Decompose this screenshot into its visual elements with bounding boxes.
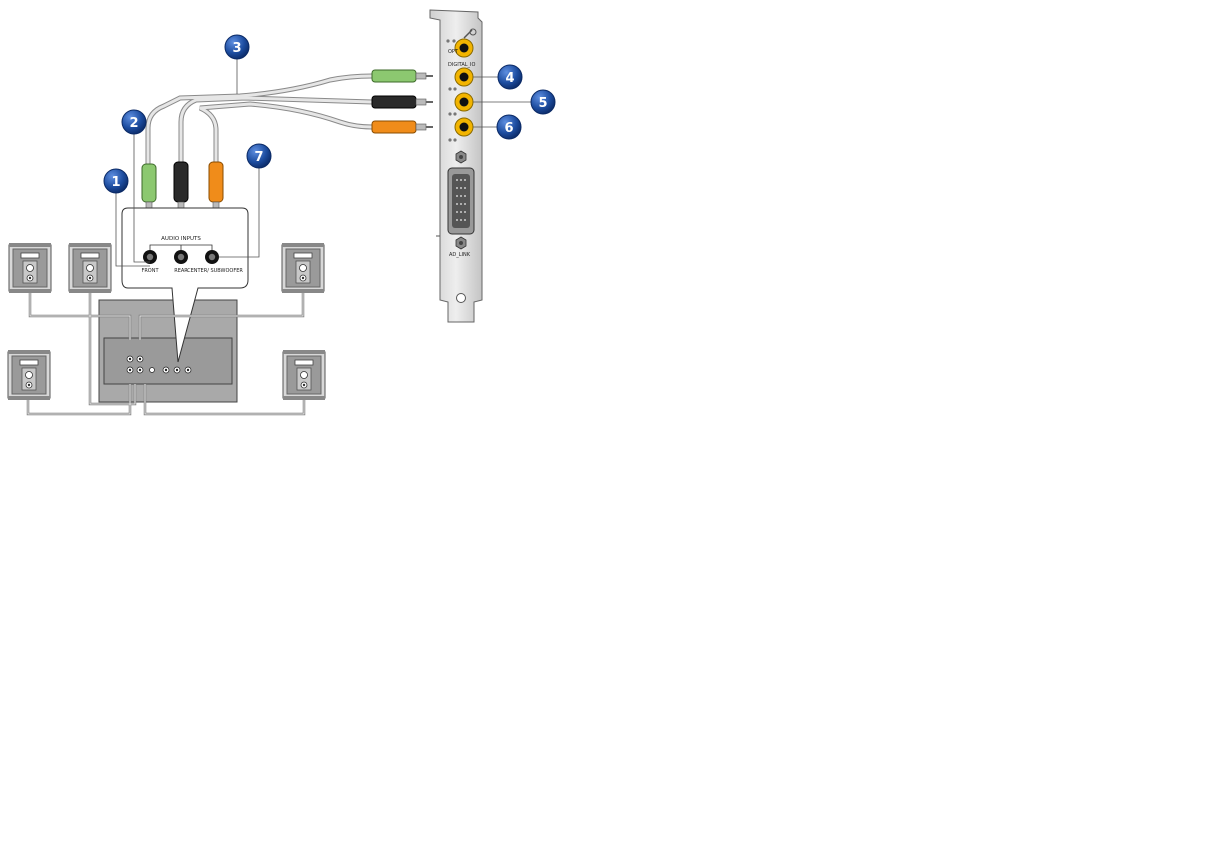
front-jack-label: FRONT (141, 268, 159, 274)
audio-inputs-zoom-panel: AUDIO INPUTS FRONT REAR CENTER/ SUBWOOFE… (121, 207, 249, 363)
jack-symbols (446, 39, 457, 142)
svg-text:5: 5 (538, 96, 547, 111)
front-out-jack (454, 67, 474, 87)
svg-text:3: 3 (232, 41, 241, 56)
sound-card-bracket: OPT DIGITAL_IO (429, 9, 483, 323)
plug-front-card (371, 69, 433, 83)
speaker-center (68, 242, 112, 294)
callout-5: 5 (530, 89, 556, 115)
audio-inputs-title: AUDIO INPUTS (161, 236, 201, 242)
center-out-jack (454, 117, 474, 137)
ad-link-label: AD_LINK (449, 252, 471, 258)
plug-center-card (371, 120, 433, 134)
ad-link-screw-icon (455, 236, 467, 250)
splitter-cable (145, 73, 375, 171)
rear-input-jack (174, 250, 188, 264)
speaker-front-right (281, 242, 325, 294)
callout-2: 2 (121, 109, 147, 135)
speaker-front-left (8, 242, 52, 294)
microphone-icon (463, 28, 477, 39)
callout-1: 1 (103, 168, 129, 194)
svg-text:6: 6 (504, 121, 513, 136)
callout-3: 3 (224, 34, 250, 60)
svg-text:2: 2 (129, 116, 138, 131)
speaker-rear-right (282, 349, 326, 401)
bracket-hole (456, 293, 466, 303)
callout-7: 7 (246, 143, 272, 169)
plug-rear-card (371, 95, 433, 109)
opt-label: OPT (448, 49, 459, 55)
rear-jack-label: REAR (174, 268, 188, 274)
center-subwoofer-input-jack (205, 250, 219, 264)
hex-screw-icon (455, 150, 467, 164)
speaker-wires-highlight (27, 292, 305, 415)
callout-4: 4 (497, 64, 523, 90)
center-subwoofer-jack-label: CENTER/ SUBWOOFER (187, 268, 243, 274)
svg-text:1: 1 (111, 175, 120, 190)
digital-io-label: DIGITAL_IO (448, 62, 476, 68)
callout-6: 6 (496, 114, 522, 140)
speaker-rear-left (7, 349, 51, 401)
callout-leader-lines (115, 59, 531, 267)
db-connector (447, 167, 475, 235)
svg-text:4: 4 (505, 71, 514, 86)
rear-out-jack (454, 92, 474, 112)
svg-text:7: 7 (254, 150, 263, 165)
front-input-jack (143, 250, 157, 264)
